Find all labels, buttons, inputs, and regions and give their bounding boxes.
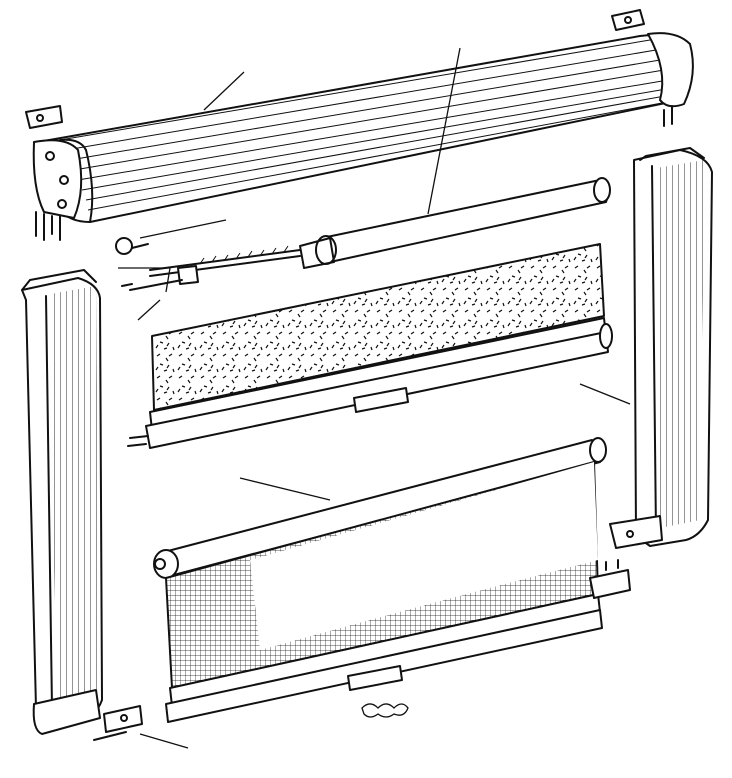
- corner-bracket-right: [589, 559, 631, 599]
- spring-roller: [299, 177, 611, 269]
- blackout-blind: [127, 243, 613, 449]
- side-rail-right: [609, 147, 713, 549]
- pull-spring: [361, 703, 409, 718]
- insect-screen: [165, 461, 603, 723]
- mounting-clip-left: [25, 105, 63, 129]
- side-rail-left: [21, 269, 103, 735]
- spring-tension-rod: [121, 245, 301, 291]
- corner-bracket-bottom: [93, 705, 143, 741]
- end-cap-right: [647, 32, 694, 127]
- leader-lines: [118, 47, 631, 749]
- mounting-clip-right: [611, 9, 645, 31]
- end-cap-left: [32, 139, 83, 241]
- adjust-knob: [115, 237, 149, 255]
- insect-screen-roller: [153, 437, 607, 579]
